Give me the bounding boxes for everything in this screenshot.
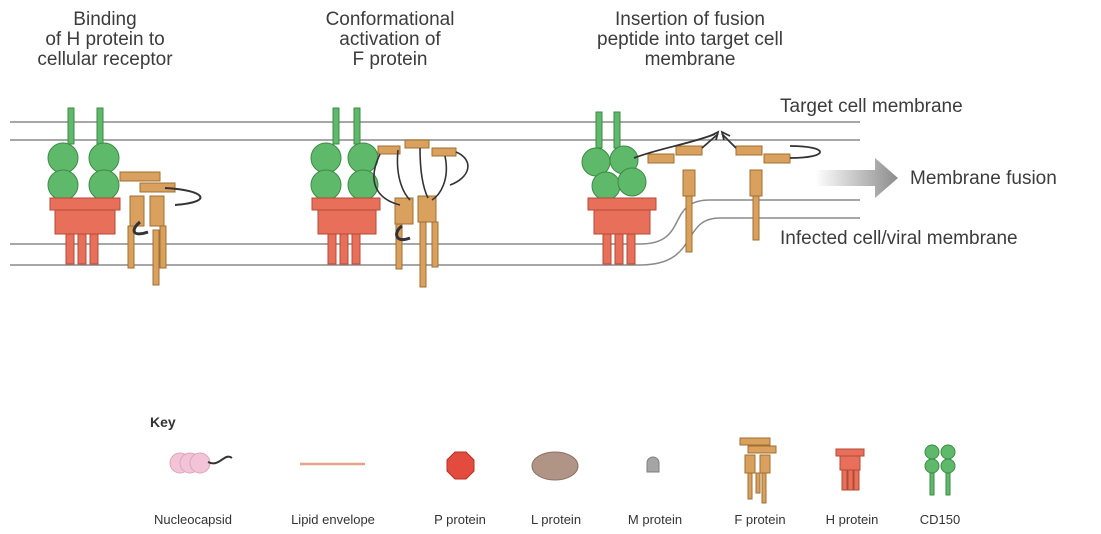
cd150-receptor-2 (333, 108, 360, 144)
cd150-receptor (68, 108, 103, 144)
cd150-receptor-3 (596, 112, 620, 148)
step-3-line-1: Insertion of fusion (570, 10, 810, 30)
h-protein-body-2 (312, 198, 380, 264)
key-label-f-protein: F protein (734, 512, 785, 527)
h-protein-heads-3 (582, 146, 646, 200)
h-protein-icon (836, 449, 864, 490)
key-title: Key (150, 414, 176, 430)
step-3-line-2: peptide into target cell (570, 30, 810, 50)
step-2-line-2: activation of (300, 30, 480, 50)
h-protein-heads (48, 143, 119, 200)
p-protein-icon (447, 452, 474, 479)
h-protein-body (50, 198, 120, 264)
h-protein-heads-2 (311, 143, 378, 200)
key-label-nucleocapsid: Nucleocapsid (154, 512, 232, 527)
complex-binding (48, 108, 200, 285)
h-protein-body-3 (588, 198, 656, 264)
key-label-p-protein: P protein (434, 512, 486, 527)
key-label-m-protein: M protein (628, 512, 682, 527)
complex-activation (311, 108, 468, 287)
step-3-title: Insertion of fusion peptide into target … (570, 10, 810, 70)
step-3-line-3: membrane (570, 50, 810, 70)
key-label-l-protein: L protein (531, 512, 581, 527)
key-label-lipid-envelope: Lipid envelope (291, 512, 375, 527)
membrane-fusion-label: Membrane fusion (910, 168, 1057, 190)
nucleocapsid-icon (170, 453, 232, 473)
key-label-h-protein: H protein (826, 512, 879, 527)
key-label-cd150: CD150 (920, 512, 960, 527)
m-protein-icon (647, 457, 659, 472)
target-cell-membrane (10, 122, 860, 140)
l-protein-icon (532, 452, 578, 480)
infected-membrane-label: Infected cell/viral membrane (780, 228, 1018, 250)
cd150-icon (925, 445, 955, 495)
step-1-line-2: of H protein to (20, 30, 190, 50)
step-2-line-1: Conformational (300, 10, 480, 30)
step-1-line-3: cellular receptor (20, 50, 190, 70)
f-protein-inserted (648, 146, 790, 252)
target-membrane-label: Target cell membrane (780, 96, 963, 118)
step-1-line-1: Binding (20, 10, 190, 30)
membrane-fusion-arrow (815, 158, 898, 198)
step-2-title: Conformational activation of F protein (300, 10, 480, 70)
step-2-line-3: F protein (300, 50, 480, 70)
step-1-title: Binding of H protein to cellular recepto… (20, 10, 190, 70)
f-protein-icon (740, 438, 776, 503)
